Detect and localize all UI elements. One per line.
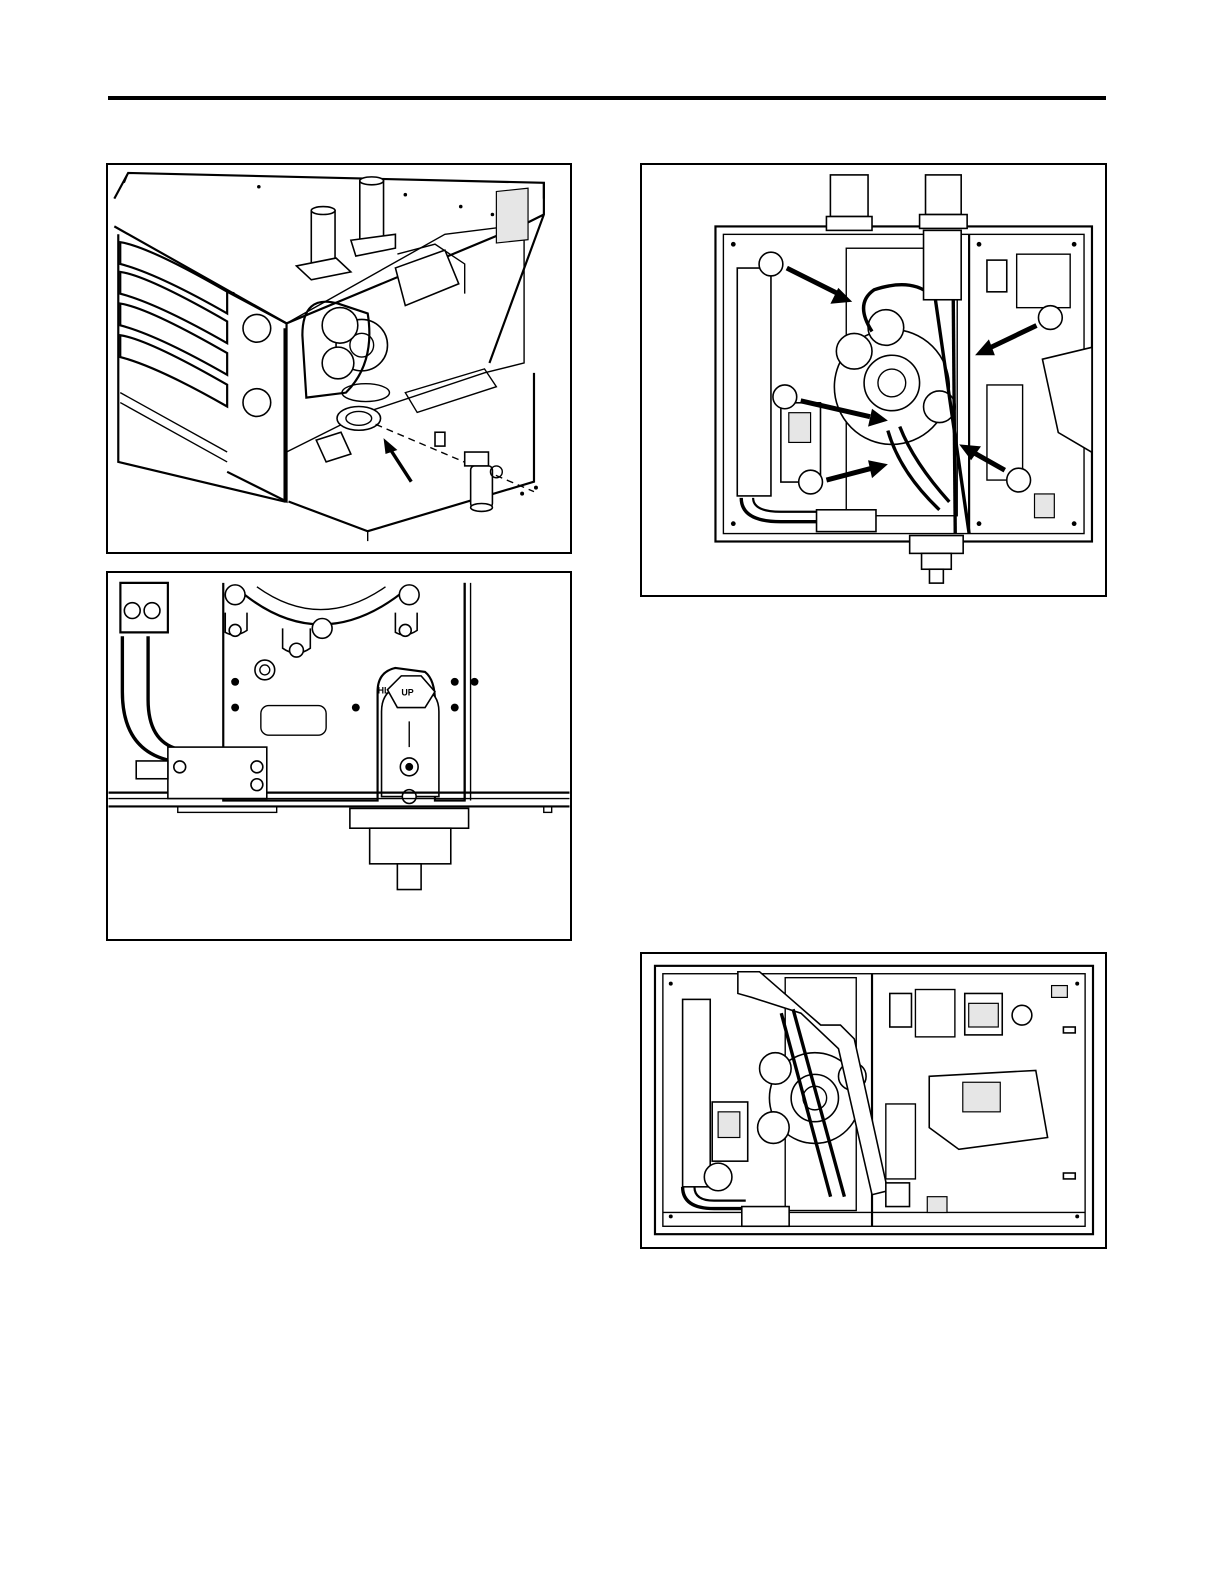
callout-arrow-5 [959,444,1005,470]
callout-arrow-1 [787,268,852,304]
inner-compartment-drawing [642,165,1105,595]
callout-arrow-2 [975,326,1036,356]
bracket-detail-drawing: UP HL [108,573,570,939]
figure-bracket-detail: UP HL [106,571,572,941]
callout-5 [1007,468,1031,492]
bracket-up-label: UP [401,688,413,698]
figure-full-compartment [640,952,1107,1249]
bracket-hl-label: HL [378,686,390,696]
callout-1 [759,252,783,276]
callout-3 [773,385,797,409]
unit-isometric-drawing [108,165,570,552]
callout-arrow-4 [826,460,887,480]
figure-inner-compartment [640,163,1107,597]
header-rule [108,96,1106,100]
callout-2 [1038,306,1062,330]
callout-4 [799,470,823,494]
figure-unit-isometric [106,163,572,554]
full-compartment-drawing [642,954,1105,1247]
